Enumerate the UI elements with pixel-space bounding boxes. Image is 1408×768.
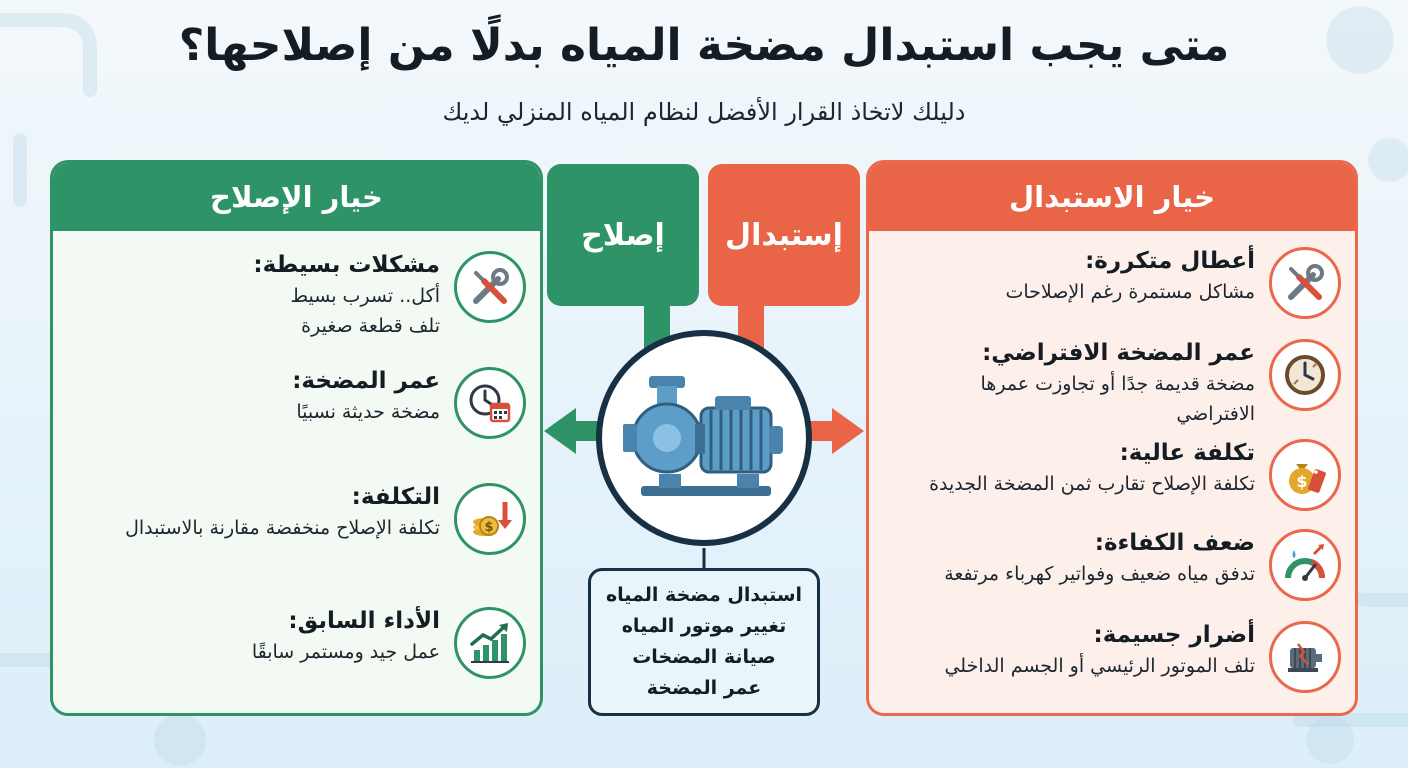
tools-icon <box>454 251 526 323</box>
item-desc: مشاكل مستمرة رغم الإصلاحات <box>1005 281 1255 303</box>
arrow-left-green <box>544 408 602 454</box>
replace-item-default-lifespan: عمر المضخة الافتراضي: مضخة قديمة جدًا أو… <box>881 335 1341 425</box>
item-title: مشكلات بسيطة: <box>253 252 440 278</box>
item-desc: تلف الموتور الرئيسي أو الجسم الداخلي <box>944 655 1255 677</box>
repair-item-simple-problems: مشكلات بسيطة: أكل.. تسرب بسيط تلف قطعة ص… <box>66 247 526 337</box>
replace-item-repeated-failures: أعطال متكررة: مشاكل مستمرة رغم الإصلاحات <box>881 243 1341 333</box>
repair-item-pump-age: عمر المضخة: مضخة حديثة نسبيًا <box>66 363 526 453</box>
replace-tab: إستبدال <box>708 164 860 306</box>
item-desc: تلف قطعة صغيرة <box>301 315 440 337</box>
repair-item-past-performance: الأداء السابق: عمل جيد ومستمر سابقًا <box>66 603 526 693</box>
replace-panel: خيار الاستبدال أعطال متكررة: مشاكل مستمر… <box>866 160 1358 716</box>
summary-line: عمر المضخة <box>646 677 762 699</box>
clock-calendar-icon <box>454 367 526 439</box>
arrow-right-orange <box>806 408 864 454</box>
gauge-icon <box>1269 529 1341 601</box>
page-subtitle: دليلك لاتخاذ القرار الأفضل لنظام المياه … <box>442 98 966 126</box>
summary-line: صيانة المضخات <box>632 646 776 668</box>
broken-motor-icon <box>1269 621 1341 693</box>
summary-box: استبدال مضخة المياه تغيير موتور المياه ص… <box>588 568 820 716</box>
item-desc: الافتراضي <box>1176 403 1255 425</box>
water-pump-icon <box>623 376 783 496</box>
item-title: التكلفة: <box>351 484 440 510</box>
tools-icon <box>1269 247 1341 319</box>
replace-item-low-efficiency: ضعف الكفاءة: تدفق مياه ضعيف وفواتير كهرب… <box>881 525 1341 615</box>
replace-item-severe-damage: أضرار جسيمة: تلف الموتور الرئيسي أو الجس… <box>881 617 1341 707</box>
item-desc: مضخة قديمة جدًا أو تجاوزت عمرها <box>980 373 1255 395</box>
item-title: تكلفة عالية: <box>1119 440 1255 466</box>
item-desc: مضخة حديثة نسبيًا <box>296 401 440 423</box>
replace-panel-header: خيار الاستبدال <box>869 163 1355 231</box>
item-desc: تكلفة الإصلاح تقارب ثمن المضخة الجديدة <box>929 473 1255 495</box>
growth-chart-icon <box>454 607 526 679</box>
money-bag-icon: $ <box>1269 439 1341 511</box>
item-title: أعطال متكررة: <box>1085 248 1255 274</box>
item-desc: تكلفة الإصلاح منخفضة مقارنة بالاستبدال <box>125 517 440 539</box>
repair-panel-header: خيار الإصلاح <box>53 163 540 231</box>
pump-circle <box>596 330 812 546</box>
repair-panel: خيار الإصلاح مشكلات بسيطة: أكل.. تسرب بس… <box>50 160 543 716</box>
summary-line: استبدال مضخة المياه <box>605 584 803 606</box>
svg-text:$: $ <box>484 520 493 535</box>
replace-item-high-cost: $ تكلفة عالية: تكلفة الإصلاح تقارب ثمن ا… <box>881 435 1341 525</box>
item-title: عمر المضخة: <box>292 368 440 394</box>
svg-text:$: $ <box>1296 472 1307 491</box>
item-title: ضعف الكفاءة: <box>1094 530 1255 556</box>
coins-down-icon: $ <box>454 483 526 555</box>
item-title: أضرار جسيمة: <box>1093 622 1255 648</box>
item-desc: عمل جيد ومستمر سابقًا <box>251 641 440 663</box>
old-clock-icon <box>1269 339 1341 411</box>
summary-line: تغيير موتور المياه <box>621 615 787 637</box>
item-desc: أكل.. تسرب بسيط <box>290 285 441 307</box>
page-title: متى يجب استبدال مضخة المياه بدلًا من إصل… <box>178 20 1230 71</box>
item-desc: تدفق مياه ضعيف وفواتير كهرباء مرتفعة <box>944 563 1255 585</box>
repair-tab: إصلاح <box>547 164 699 306</box>
repair-item-cost: $ التكلفة: تكلفة الإصلاح منخفضة مقارنة ب… <box>66 479 526 569</box>
item-title: الأداء السابق: <box>288 608 440 634</box>
item-title: عمر المضخة الافتراضي: <box>982 340 1255 366</box>
